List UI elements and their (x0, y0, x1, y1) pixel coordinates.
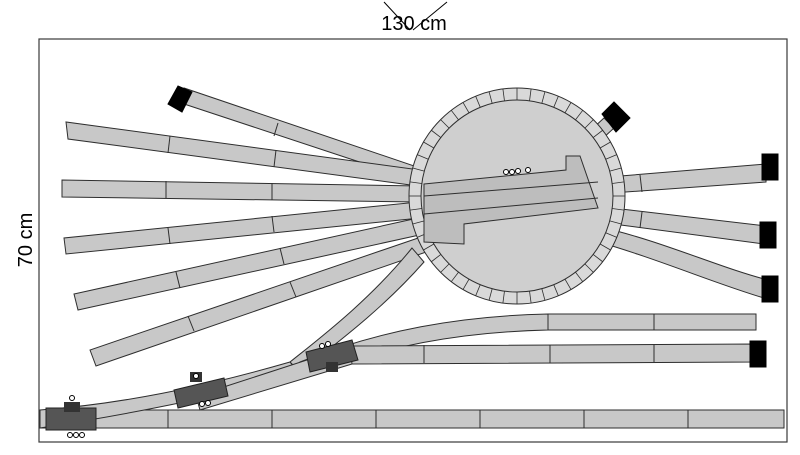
buffer-stop-2 (601, 101, 631, 133)
turntable-marker-3 (515, 168, 521, 174)
locomotive-1 (45, 395, 97, 438)
turntable-ring-segment-line (564, 102, 572, 114)
turntable-ring-segment-line (584, 119, 594, 129)
main-line-track (39, 409, 785, 429)
locomotive-3-cab (326, 362, 338, 372)
turntable-ring-segment-line (417, 154, 429, 160)
buffer-stop-6 (749, 340, 767, 368)
turntable-ring-segment-line (462, 278, 470, 290)
turntable-ring-segment-line (502, 291, 505, 304)
buffer-stop-1 (167, 85, 193, 113)
turntable-ring-segment-line (612, 181, 625, 184)
turntable-bridge (423, 155, 599, 245)
turntable-ring-segment-line (612, 208, 625, 211)
width-dimension: 130 cm (381, 1, 448, 35)
upper-siding-track (547, 313, 757, 331)
stall-track-6-joint-2 (289, 281, 297, 298)
turntable-ring-segment-line (423, 243, 435, 251)
turntable-ring-segment-line (609, 220, 622, 225)
turntable-ring-segment-line (423, 141, 435, 149)
stall-track-9-joint (639, 211, 643, 229)
left-stall-tracks (61, 87, 433, 367)
locomotive-1-marker (69, 395, 75, 401)
locomotive-1-wheel-3 (79, 432, 85, 438)
width-dimension-arrow-left (383, 1, 411, 31)
buffer-stop-3 (761, 153, 779, 181)
turntable-ring-segment-line (584, 263, 594, 273)
locomotive-3 (305, 339, 359, 373)
turntable-ring-segment-line (450, 271, 459, 282)
turntable-ring-segment-line (599, 141, 611, 149)
turntable-ring-segment-line (605, 232, 617, 238)
stall-track-8-joint (639, 174, 643, 193)
width-dimension-arrow-right (412, 1, 448, 31)
turntable-ring-segment-line (553, 284, 559, 296)
turntable-ring-segment-line (529, 88, 532, 101)
stall-track-6-joint-1 (187, 315, 195, 332)
turntable-ring-segment-line (488, 288, 493, 301)
turntable-ring-segment-line (412, 220, 425, 225)
turntable-ring-segment-line (409, 181, 422, 184)
stall-track-5-joint-2 (279, 247, 285, 265)
turntable-ring-segment-line (488, 91, 493, 104)
turntable (408, 87, 626, 305)
turntable-ring-segment-line (409, 208, 422, 211)
turntable-ring-segment-line (609, 167, 622, 172)
locomotive-2-wheel-1 (199, 401, 205, 407)
turntable-ring-segment-line (475, 284, 481, 296)
turntable-ring-segment-line (440, 263, 450, 273)
stall-track-1-joint (273, 122, 279, 137)
turntable-ring-segment-line (529, 291, 532, 304)
turntable-ring-segment-line (440, 119, 450, 129)
locomotive-2-marker (193, 373, 199, 379)
stall-track-4-joint-1 (167, 227, 171, 245)
locomotives (45, 339, 359, 438)
turntable-bridge-rail-2 (423, 197, 599, 215)
buffer-stop-5 (761, 275, 779, 303)
lower-siding-track (349, 343, 757, 365)
turntable-ring-segment-line (541, 288, 546, 301)
turntable-ring-segment-line (605, 154, 617, 160)
turntable-ring-segment-line (575, 110, 584, 121)
turntable-marker-1 (503, 169, 509, 175)
turntable-ring-segment-line (541, 91, 546, 104)
stall-track-2-joint-1 (167, 135, 171, 154)
turntable-ring-segments (409, 88, 625, 304)
locomotive-3-wheel-2 (325, 341, 331, 347)
turntable-ring-segment-line (475, 96, 481, 108)
width-dimension-label: 130 cm (381, 13, 447, 35)
turntable-marker-4 (525, 167, 531, 173)
stall-track-2-joint-2 (273, 149, 277, 168)
buffer-stops (167, 85, 779, 368)
turntable-ring-segment-line (553, 96, 559, 108)
turntable-bridge-rail-1 (423, 181, 599, 197)
turntable-ring-segment-line (592, 129, 603, 138)
turntable-ring-segment-line (412, 167, 425, 172)
locomotive-2-body (173, 377, 229, 409)
locomotive-2-wheel-2 (205, 400, 211, 406)
turntable-marker-2 (509, 169, 515, 175)
turntable-ring-segment-line (462, 102, 470, 114)
turntable-ring-segment-line (575, 271, 584, 282)
locomotive-1-wheel-1 (67, 432, 73, 438)
locomotive-1-cab (64, 402, 80, 412)
turntable-ring-segment-line (431, 129, 442, 138)
turntable-ring-segment-line (564, 278, 572, 290)
buffer-stop-4 (759, 221, 777, 249)
right-stall-tracks (577, 117, 769, 299)
locomotive-3-body (305, 339, 359, 373)
locomotive-2 (173, 372, 229, 409)
height-dimension-label: 70 cm (15, 213, 37, 267)
stall-track-4-joint-2 (271, 215, 275, 233)
locomotive-1-wheel-2 (73, 432, 79, 438)
turntable-ring-segment-line (431, 254, 442, 263)
stall-track-5-joint-1 (175, 271, 181, 289)
locomotive-3-wheel-1 (319, 343, 325, 349)
turntable-ring-segment-line (592, 254, 603, 263)
turntable-ring-segment-line (450, 110, 459, 121)
turntable-ring-segment-line (502, 88, 505, 101)
turntable-ring-segment-line (599, 243, 611, 251)
